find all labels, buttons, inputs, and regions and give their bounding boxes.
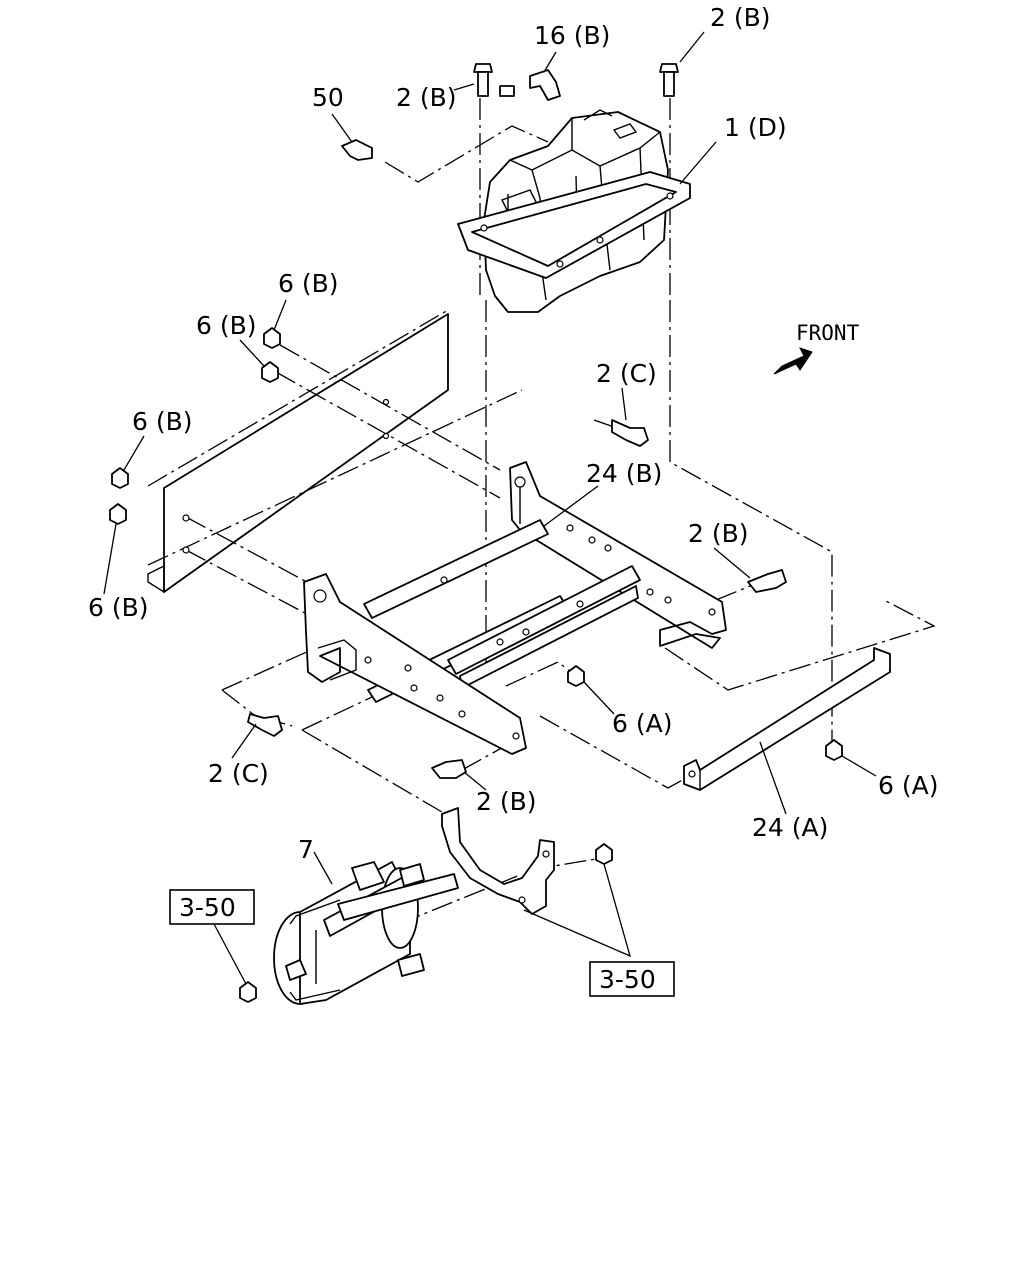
reference-box-left-text: 3-50 (179, 893, 236, 922)
bolt-2b-right (747, 569, 787, 593)
callout-6b-mid: 6 (B) (196, 311, 257, 340)
nut-6b-mid (261, 361, 279, 383)
filter-assembly (273, 861, 459, 1005)
callout-6b-upper: 6 (B) (278, 269, 339, 298)
elbow-fitting-50 (341, 139, 373, 161)
bracket-24a (683, 647, 891, 791)
callout-2c-upper: 2 (C) (596, 359, 657, 388)
bolt-2c-lower (247, 713, 283, 737)
bolt-2c-upper (611, 419, 649, 447)
nut-6b-lower-left (109, 503, 127, 525)
nut-6a-right (825, 739, 843, 761)
callout-2b-top-right: 2 (B) (710, 3, 771, 32)
callout-50: 50 (312, 83, 344, 112)
callout-24b: 24 (B) (586, 459, 662, 488)
callout-2b-right: 2 (B) (688, 519, 749, 548)
bracket-24b (509, 461, 727, 649)
front-direction-arrow-icon (773, 347, 813, 375)
nut-6b-upper (263, 327, 281, 349)
callout-24a: 24 (A) (752, 813, 828, 842)
callout-labels: 16 (B) 2 (B) 2 (B) 50 1 (D) 6 (B) 6 (B) … (88, 3, 938, 864)
nut-6a-center (567, 665, 585, 687)
leader-lines (103, 31, 877, 985)
callout-2b-bottom: 2 (B) (476, 787, 537, 816)
reference-box-right: 3-50 (589, 961, 675, 997)
callout-6a-right: 6 (A) (878, 771, 938, 800)
callout-2b-top-left: 2 (B) (396, 83, 457, 112)
bolt-2b-top-right (659, 63, 679, 97)
reference-box-right-text: 3-50 (599, 965, 656, 994)
reservoir-tank (457, 109, 691, 313)
elbow-fitting-16b (499, 69, 561, 101)
reference-box-left: 3-50 (169, 889, 255, 925)
saddle-bracket (441, 807, 555, 915)
bolt-2b-top-left (473, 63, 493, 97)
callout-1d: 1 (D) (724, 113, 787, 142)
nut-filter-left (239, 981, 257, 1003)
callout-7: 7 (298, 835, 314, 864)
frame-rail-panel (147, 313, 449, 594)
callout-6a-center: 6 (A) (612, 709, 672, 738)
front-label: FRONT (796, 321, 860, 345)
bolt-2b-bottom (431, 759, 467, 779)
bracket-left-frame (303, 573, 527, 755)
callout-2c-lower: 2 (C) (208, 759, 269, 788)
nut-6b-left (111, 467, 129, 489)
callout-6b-lower-left: 6 (B) (88, 593, 149, 622)
callout-6b-left: 6 (B) (132, 407, 193, 436)
nut-lower-right (595, 843, 613, 865)
callout-16b: 16 (B) (534, 21, 610, 50)
